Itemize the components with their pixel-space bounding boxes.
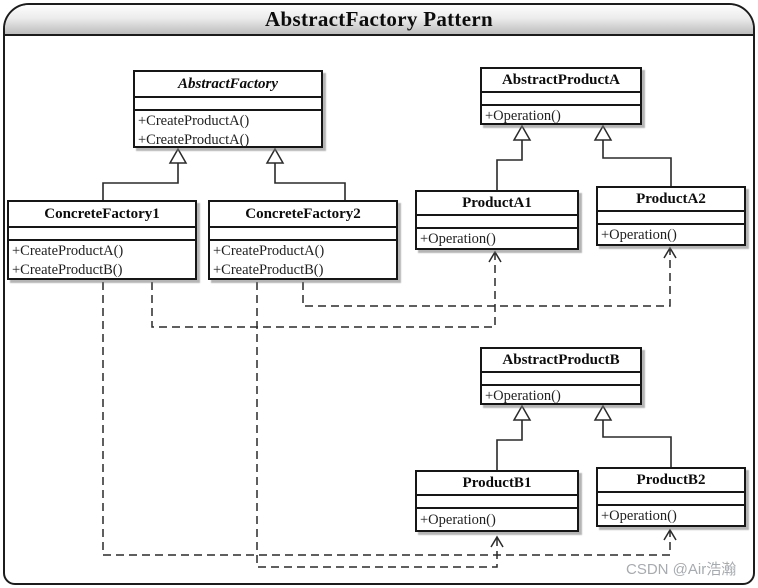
class-abstractproductb: AbstractProductB +Operation() [480,347,642,405]
class-attributes-empty [135,98,321,111]
csdn-watermark: CSDN @Air浩瀚 [626,561,737,578]
inherit-triangle-icon [512,124,532,141]
dependency-arrow-icon [490,535,504,548]
inherit-triangle-icon [593,124,613,141]
dependency-line-cf2-productb1 [256,282,498,568]
class-attributes-empty [482,93,640,106]
class-methods: +Operation() [482,386,640,406]
inherit-line-producta2 [602,140,672,186]
inherit-triangle-icon [168,147,188,164]
class-attributes-empty [9,228,195,241]
method-label: +CreateProductA() [138,132,250,148]
method-label: +Operation() [485,388,561,404]
method-label: +CreateProductB() [12,262,123,278]
class-name: ProductA1 [417,192,577,216]
inherit-triangle-icon [593,404,613,421]
class-attributes-empty [482,373,640,386]
class-methods: +Operation() [417,509,577,530]
method-label: +Operation() [420,511,496,528]
class-name: ProductB1 [417,472,577,496]
class-attributes-empty [417,216,577,229]
dependency-line-cf1-productb2 [102,282,671,556]
inherit-line-producta1 [496,140,523,190]
title-bar: AbstractFactory Pattern [5,5,753,36]
class-productb2: ProductB2 +Operation() [596,467,746,527]
class-concretefactory2: ConcreteFactory2 +CreateProductA() +Crea… [208,200,398,280]
method-label: +CreateProductB() [213,262,324,278]
page-title: AbstractFactory Pattern [265,7,493,31]
class-name: ConcreteFactory1 [9,202,195,228]
class-attributes-empty [417,496,577,509]
class-name: ProductA2 [598,188,744,212]
class-productb1: ProductB1 +Operation() [415,470,579,532]
class-concretefactory1: ConcreteFactory1 +CreateProductA() +Crea… [7,200,197,280]
inherit-line-concretefactory1 [102,163,179,200]
inherit-triangle-icon [512,404,532,421]
class-name: AbstractFactory [135,72,321,98]
class-abstractfactory: AbstractFactory +CreateProductA() +Creat… [133,70,323,148]
inherit-line-productb2 [602,420,672,467]
class-attributes-empty [598,493,744,506]
method-label: +Operation() [601,508,677,524]
class-methods: +CreateProductA() +CreateProductB() [210,241,396,280]
class-name: ProductB2 [598,469,744,493]
dependency-line-cf2-producta2 [302,249,671,307]
class-name: AbstractProductA [482,69,640,93]
class-methods: +Operation() [598,506,744,526]
class-attributes-empty [598,212,744,225]
class-producta2: ProductA2 +Operation() [596,186,746,246]
method-label: +Operation() [420,231,496,247]
class-attributes-empty [210,228,396,241]
method-label: +CreateProductA() [213,243,325,259]
class-methods: +Operation() [417,229,577,249]
class-methods: +Operation() [598,225,744,245]
class-methods: +Operation() [482,106,640,126]
dependency-arrow-icon [663,246,677,259]
class-abstractproducta: AbstractProductA +Operation() [480,67,642,125]
inherit-line-concretefactory2 [274,163,346,200]
inherit-line-productb1 [496,420,523,470]
method-label: +CreateProductA() [138,113,250,129]
class-name: ConcreteFactory2 [210,202,396,228]
dependency-arrow-icon [488,250,502,263]
inherit-triangle-icon [265,147,285,164]
method-label: +Operation() [601,227,677,243]
dependency-arrow-icon [663,528,677,541]
method-label: +Operation() [485,108,561,124]
class-producta1: ProductA1 +Operation() [415,190,579,250]
class-methods: +CreateProductA() +CreateProductB() [9,241,195,280]
class-name: AbstractProductB [482,349,640,373]
class-methods: +CreateProductA() +CreateProductA() [135,111,321,150]
method-label: +CreateProductA() [12,243,124,259]
